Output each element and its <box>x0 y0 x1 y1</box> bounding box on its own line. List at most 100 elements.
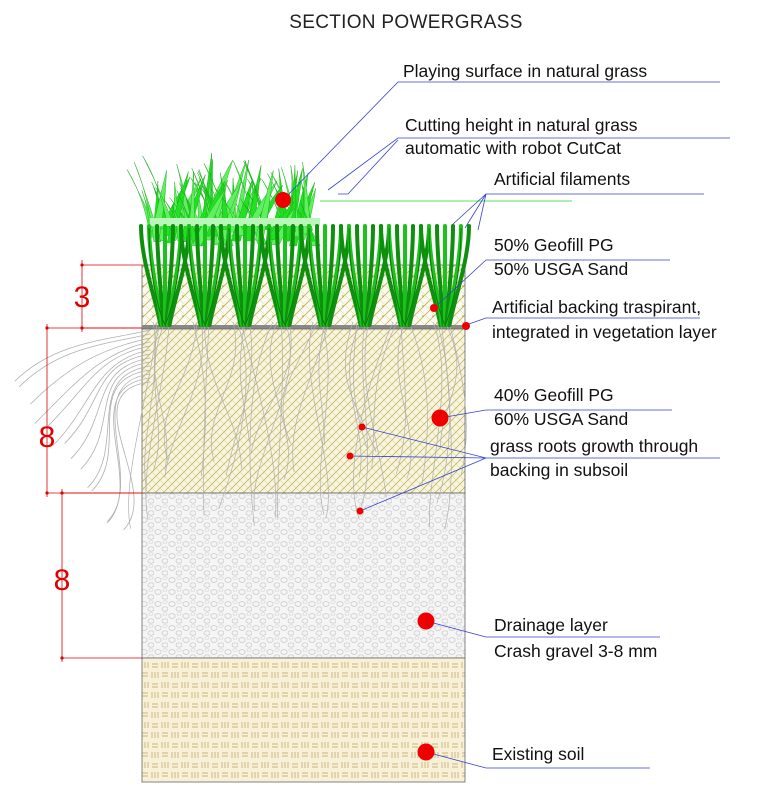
marker-drainage <box>417 612 435 630</box>
root <box>153 321 168 470</box>
root <box>318 321 326 445</box>
root <box>371 321 398 468</box>
tuft-outline <box>388 227 422 327</box>
tuft-outline <box>348 227 382 327</box>
filament <box>444 224 455 327</box>
root <box>34 341 151 424</box>
dimension-lines <box>46 260 142 662</box>
leader-cutting-height-b <box>338 139 399 195</box>
root <box>106 377 151 524</box>
drainage-gravel-layer <box>141 492 466 659</box>
filament <box>195 224 206 327</box>
dimension-middle-layer: 8 <box>39 421 56 454</box>
label-geofill-top-2: 50% USGA Sand <box>494 259 628 279</box>
root <box>240 321 277 518</box>
filament <box>235 224 246 327</box>
filament <box>447 224 471 327</box>
artificial-filament-tufts <box>139 224 471 327</box>
root <box>128 321 158 529</box>
label-backing-2: integrated in vegetation layer <box>492 322 717 342</box>
filament <box>179 224 203 327</box>
root <box>349 321 362 478</box>
root <box>448 321 467 476</box>
root <box>87 365 151 489</box>
tuft-outline <box>148 227 182 327</box>
filament <box>219 224 243 327</box>
grass-base <box>150 218 320 226</box>
filament <box>244 224 255 327</box>
root <box>210 321 237 462</box>
root <box>360 321 369 507</box>
dimension-ticks <box>45 263 84 660</box>
leader-cutting-height <box>327 137 730 191</box>
filament <box>339 224 363 327</box>
root <box>164 321 204 478</box>
leader-existing-soil <box>425 751 650 769</box>
root <box>345 321 377 453</box>
root <box>145 321 170 520</box>
root <box>80 361 151 470</box>
dimension-drainage-layer: 8 <box>54 564 71 597</box>
root <box>253 321 291 512</box>
marker-roots-b <box>346 452 354 460</box>
marker-roots-a <box>358 423 366 431</box>
label-geofill-top-1: 50% Geofill PG <box>494 235 614 255</box>
root <box>282 321 318 444</box>
root <box>163 321 198 461</box>
root <box>91 369 151 492</box>
filament <box>299 224 323 327</box>
filament <box>395 224 406 327</box>
filament <box>155 224 166 327</box>
label-existing-soil: Existing soil <box>492 744 584 764</box>
label-drainage-2: Crash gravel 3-8 mm <box>494 641 657 661</box>
marker-backing <box>462 322 470 330</box>
root <box>439 321 458 447</box>
marker-existing-soil <box>417 743 435 761</box>
filament <box>379 224 403 327</box>
filament <box>404 224 415 327</box>
marker-roots-c <box>356 507 364 515</box>
filament <box>324 224 335 327</box>
marker-geofill-mid <box>431 409 449 427</box>
tuft-outline <box>188 227 222 327</box>
tuft-outline <box>228 227 262 327</box>
filament <box>204 224 215 327</box>
grass-roots <box>14 321 467 531</box>
leader-geofill-mid <box>439 409 672 419</box>
root <box>353 321 394 520</box>
label-roots-2: backing in subsoil <box>490 460 628 480</box>
label-drainage-1: Drainage layer <box>494 615 608 635</box>
root <box>64 353 151 444</box>
root <box>269 321 289 480</box>
filament <box>139 224 163 327</box>
root <box>225 321 253 476</box>
label-geofill-mid-1: 40% Geofill PG <box>494 385 614 405</box>
root <box>70 357 151 459</box>
label-backing-1: Artificial backing traspirant, <box>492 297 701 317</box>
callout-labels: Playing surface in natural grass Cutting… <box>403 61 717 764</box>
root <box>292 321 330 473</box>
grass-blade <box>142 155 175 227</box>
filament <box>164 224 175 327</box>
root <box>277 321 283 519</box>
label-cutting-height-1: Cutting height in natural grass <box>405 115 638 135</box>
leader-roots-b <box>349 455 487 459</box>
leader-drainage <box>425 620 660 638</box>
filament <box>275 224 286 327</box>
filament <box>355 224 366 327</box>
root <box>152 321 166 472</box>
root <box>436 321 450 504</box>
root <box>47 345 151 427</box>
root <box>144 321 156 490</box>
root <box>397 321 412 479</box>
root <box>30 337 151 405</box>
leader-roots-c <box>359 457 487 512</box>
filament <box>435 224 446 327</box>
filament <box>284 224 295 327</box>
tuft-outline <box>308 227 342 327</box>
root <box>309 321 329 519</box>
layer-stack <box>141 264 466 783</box>
markers <box>275 192 470 761</box>
marker-geofill-top <box>430 304 438 312</box>
root <box>319 321 329 515</box>
